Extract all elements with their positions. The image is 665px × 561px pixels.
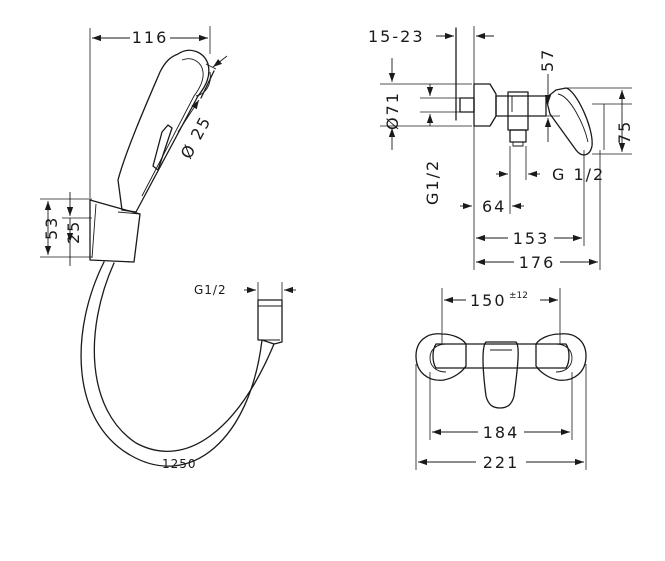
- dim-184-label: 184: [483, 423, 520, 442]
- mixer-front-view: [415, 333, 587, 409]
- dim-64-label: 64: [482, 197, 506, 216]
- dim-15-23-label: 15-23: [368, 27, 425, 46]
- dim-lever-height: 57: [534, 48, 560, 142]
- dim-150-label: 150: [470, 291, 507, 310]
- dim-75-label: 75: [615, 120, 634, 144]
- dim-body-height: 75: [566, 87, 634, 155]
- dim-71-label: Ø71: [383, 91, 402, 130]
- dim-53-label: 53: [42, 216, 61, 240]
- dim-rosette-diameter: Ø71: [380, 58, 472, 150]
- dim-center-distance: 150 ±12: [441, 288, 561, 344]
- dim-depth: 153 176: [476, 150, 601, 272]
- dim-g12-outlet-label: G 1/2: [552, 165, 605, 184]
- dim-outlet: G 1/2 64: [460, 126, 605, 270]
- mixer-side-view: [455, 27, 593, 156]
- dim-150-tolerance: ±12: [509, 291, 528, 301]
- dim-handshower-length: 116: [89, 26, 211, 198]
- dim-holder-height: 53 25: [40, 192, 92, 266]
- dim-spray-diameter: Ø 25: [177, 55, 228, 162]
- hose-length-label: 1250: [162, 457, 197, 471]
- dim-g12-inlet-label: G1/2: [423, 159, 442, 205]
- dim-25b-label: 25: [64, 220, 83, 244]
- dim-25-label: Ø 25: [177, 112, 215, 162]
- dim-57-label: 57: [538, 48, 557, 72]
- dim-wall-distance: 15-23: [368, 26, 494, 84]
- dim-221-label: 221: [483, 453, 520, 472]
- dim-153-label: 153: [513, 229, 550, 248]
- dim-g12-hose-label: G1/2: [194, 283, 227, 297]
- dim-hose-thread: G1/2: [194, 282, 296, 300]
- hand-shower-view: [80, 49, 283, 467]
- dim-rosette-span: 184: [429, 372, 573, 442]
- dim-inlet-thread: G1/2: [420, 84, 460, 205]
- dim-176-label: 176: [519, 253, 556, 272]
- dim-116-label: 116: [132, 28, 169, 47]
- dim-total-width: 221: [415, 364, 587, 472]
